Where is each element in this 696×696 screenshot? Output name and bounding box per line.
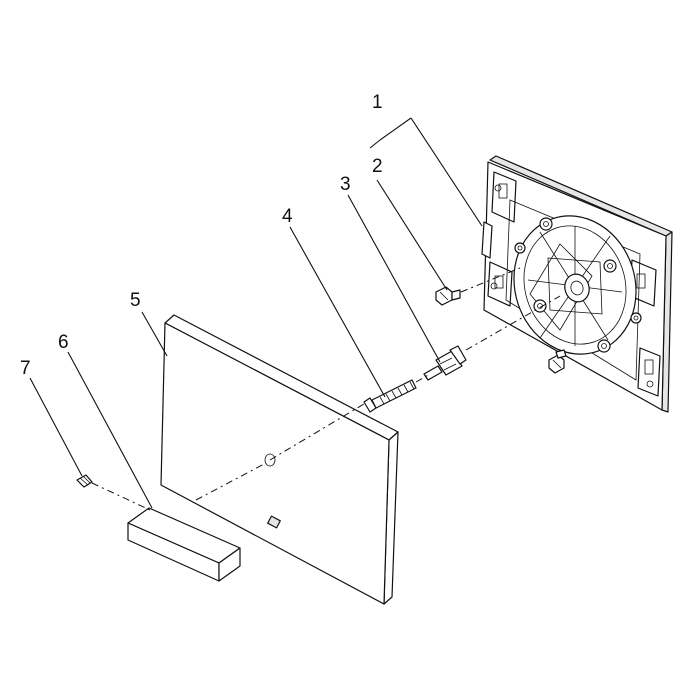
assembly-axes [91, 267, 561, 511]
long-bolt [363, 379, 417, 413]
callout-3: 3 [340, 174, 351, 195]
mounting-frame [481, 155, 673, 413]
callout-numbers: 1 2 3 4 5 6 7 [20, 92, 383, 379]
screw-upper [435, 286, 461, 306]
callout-2: 2 [372, 156, 383, 177]
block [127, 507, 241, 582]
set-screw [76, 474, 93, 488]
screw-lower [548, 349, 567, 374]
callout-5: 5 [130, 290, 141, 311]
callout-6: 6 [58, 332, 69, 353]
callout-4: 4 [282, 206, 293, 227]
callout-1: 1 [372, 92, 383, 113]
cover-plate [160, 314, 399, 605]
leader-lines [29, 117, 483, 509]
threaded-bushing [423, 345, 467, 381]
callout-7: 7 [20, 358, 31, 379]
